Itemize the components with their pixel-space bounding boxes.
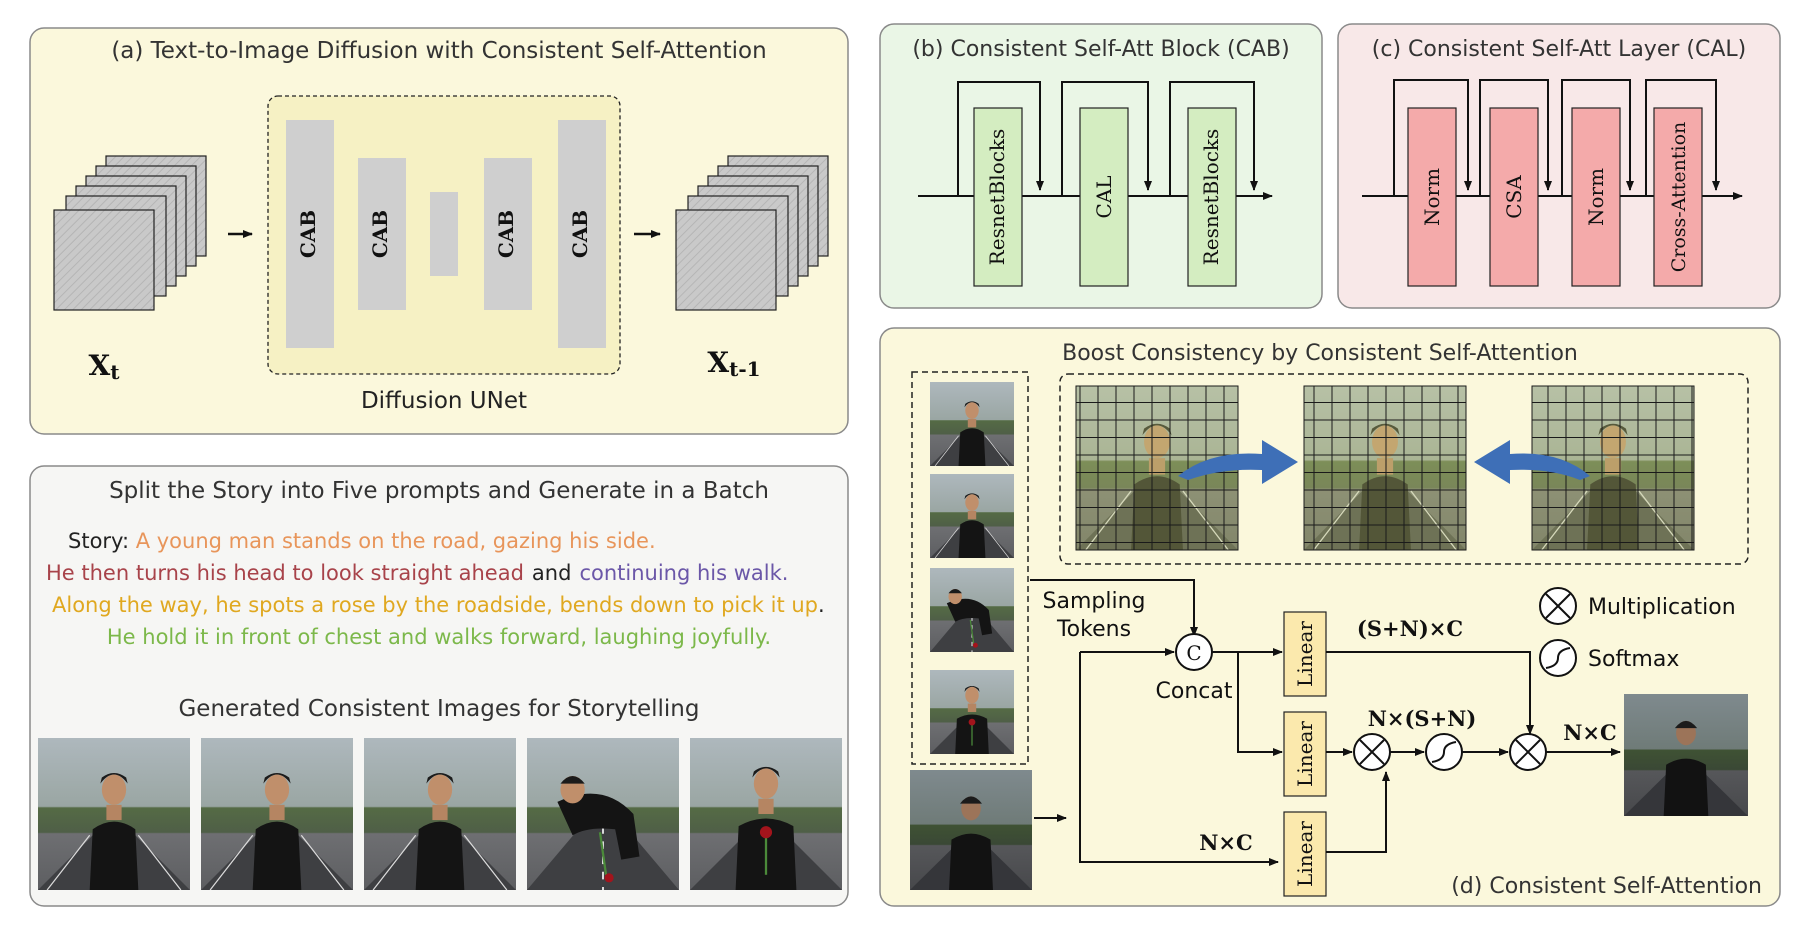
cab-block-3: CAB <box>484 158 532 310</box>
sampling-arrow <box>1030 579 1198 637</box>
batch-images-box <box>911 371 1029 765</box>
svg-text:Norm: Norm <box>1420 168 1444 226</box>
value-path-line <box>1079 652 1279 866</box>
output-image <box>1624 694 1748 816</box>
story-text-line-3: Along the way, he spots a rose by the ro… <box>52 593 825 617</box>
panel-c-skip-3 <box>1561 79 1634 196</box>
panel-b-skip-2 <box>1061 81 1152 196</box>
panel-a-title: (a) Text-to-Image Diffusion with Consist… <box>111 38 766 64</box>
gallery-title: Generated Consistent Images for Storytel… <box>178 696 699 722</box>
svg-text:ResnetBlocks: ResnetBlocks <box>1199 129 1223 266</box>
panel-c-title: (c) Consistent Self-Att Layer (CAL) <box>1372 37 1746 62</box>
cab-block-2: CAB <box>358 158 406 310</box>
panel-b: (b) Consistent Self-Att Block (CAB) Resn… <box>879 23 1323 309</box>
attention-map-center <box>1303 385 1467 551</box>
concat-label: Concat <box>1156 679 1233 704</box>
batch-image-1 <box>930 382 1014 466</box>
panel-b-skip-3 <box>1169 81 1258 196</box>
unet-middle-block <box>430 192 458 276</box>
dim-bottom-label: N×C <box>1199 830 1253 855</box>
svg-text:CAB: CAB <box>568 210 592 258</box>
svg-text:CAB: CAB <box>368 210 392 258</box>
output-latent-stack <box>675 155 829 311</box>
panel-a: (a) Text-to-Image Diffusion with Consist… <box>29 27 849 435</box>
svg-text:Linear: Linear <box>1293 721 1317 787</box>
panel-d-title: Boost Consistency by Consistent Self-Att… <box>1062 341 1578 366</box>
sampling-label-1: Sampling <box>1043 589 1146 614</box>
linear-top: Linear <box>1283 611 1327 697</box>
linear-mid: Linear <box>1283 711 1327 797</box>
story-image-1 <box>38 738 190 890</box>
svg-text:CSA: CSA <box>1502 175 1526 219</box>
multiply-node-1 <box>1353 733 1391 771</box>
panel-c-skip-2 <box>1479 79 1552 196</box>
unet-label: Diffusion UNet <box>361 388 527 414</box>
story-text: Story: A young man stands on the road, g… <box>68 529 656 553</box>
legend-softmax: Softmax <box>1539 639 1679 677</box>
sampling-label-2: Tokens <box>1056 617 1131 642</box>
panel-story: Split the Story into Five prompts and Ge… <box>29 465 849 907</box>
batch-image-2 <box>930 474 1014 558</box>
attention-arrow-right-icon <box>1474 440 1590 484</box>
svg-text:Norm: Norm <box>1584 168 1608 226</box>
block-resnet-2: ResnetBlocks <box>1187 107 1237 287</box>
input-latent-stack <box>53 155 207 311</box>
concat-node: C <box>1175 633 1213 671</box>
block-norm-2: Norm <box>1571 107 1621 287</box>
panel-c-frame <box>1337 23 1781 309</box>
block-cal: CAL <box>1079 107 1129 287</box>
attention-arrow-left-icon <box>1178 440 1298 484</box>
svg-text:CAL: CAL <box>1092 175 1116 218</box>
legend-multiplication: Multiplication <box>1539 587 1736 625</box>
story-text-line-2: He then turns his head to look straight … <box>46 561 788 585</box>
block-resnet-1: ResnetBlocks <box>973 107 1023 287</box>
panel-b-skip-1 <box>957 81 1044 196</box>
linear-bottom-to-mult <box>1326 771 1390 853</box>
story-image-5 <box>690 738 842 890</box>
output-label: Xt-1 <box>707 346 760 381</box>
svg-text:CAB: CAB <box>296 210 320 258</box>
block-norm-1: Norm <box>1407 107 1457 287</box>
concat-to-linear-mid <box>1237 652 1283 756</box>
cab-block-1: CAB <box>286 120 334 348</box>
svg-text:Linear: Linear <box>1293 821 1317 887</box>
svg-text:Linear: Linear <box>1293 621 1317 687</box>
batch-image-3 <box>930 568 1014 652</box>
block-csa: CSA <box>1489 107 1539 287</box>
story-image-3 <box>364 738 516 890</box>
panel-d-footer: (d) Consistent Self-Attention <box>1451 874 1762 899</box>
svg-text:CAB: CAB <box>494 210 518 258</box>
dim-mid-label: N×(S+N) <box>1368 706 1477 731</box>
softmax-node <box>1425 733 1463 771</box>
input-label: Xt <box>89 349 121 384</box>
panel-d: Boost Consistency by Consistent Self-Att… <box>879 327 1781 907</box>
noisy-input-image <box>910 770 1032 890</box>
dim-top-label: (S+N)×C <box>1357 616 1463 641</box>
svg-text:ResnetBlocks: ResnetBlocks <box>985 129 1009 266</box>
linear-bottom: Linear <box>1283 811 1327 897</box>
batch-image-4 <box>930 670 1014 754</box>
story-title: Split the Story into Five prompts and Ge… <box>109 478 769 504</box>
dim-out-label: N×C <box>1563 720 1617 745</box>
story-image-2 <box>201 738 353 890</box>
panel-b-title: (b) Consistent Self-Att Block (CAB) <box>912 37 1289 62</box>
svg-text:Cross-Attention: Cross-Attention <box>1668 122 1690 273</box>
story-text-line-4: He hold it in front of chest and walks f… <box>107 625 771 649</box>
block-cross-attention: Cross-Attention <box>1653 107 1703 287</box>
attention-viz-box <box>1059 373 1749 565</box>
panel-c-skip-1 <box>1393 79 1472 196</box>
svg-text:Softmax: Softmax <box>1588 647 1679 672</box>
svg-text:Multiplication: Multiplication <box>1588 595 1736 620</box>
panel-c: (c) Consistent Self-Att Layer (CAL) Norm… <box>1337 23 1781 309</box>
cab-block-4: CAB <box>558 120 606 348</box>
story-image-4 <box>527 738 679 890</box>
key-to-final-mult <box>1326 651 1534 735</box>
panel-c-skip-4 <box>1645 79 1720 196</box>
multiply-node-2 <box>1509 733 1547 771</box>
svg-text:C: C <box>1186 641 1201 665</box>
